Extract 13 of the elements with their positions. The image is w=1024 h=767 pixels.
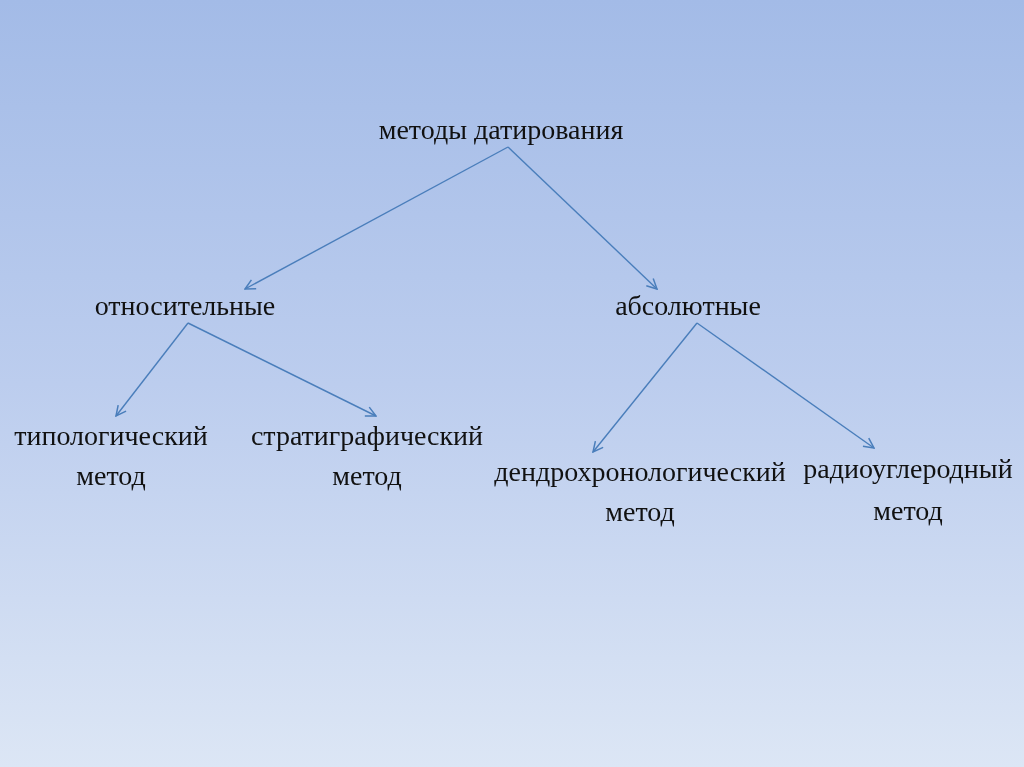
method-label: стратиграфический метод	[250, 416, 484, 496]
root-label: методы датирования	[378, 113, 624, 147]
arrow	[115, 322, 189, 417]
category-label: абсолютные	[615, 289, 761, 323]
method-label: типологический метод	[14, 416, 208, 496]
arrow	[696, 322, 875, 449]
category-label: относительные	[94, 289, 276, 323]
arrow	[592, 322, 698, 453]
arrow	[244, 146, 509, 290]
arrow	[507, 146, 658, 290]
arrow	[187, 322, 377, 417]
method-label: радиоуглеродный метод	[803, 448, 1013, 532]
method-label: дендрохронологический метод	[494, 452, 786, 532]
